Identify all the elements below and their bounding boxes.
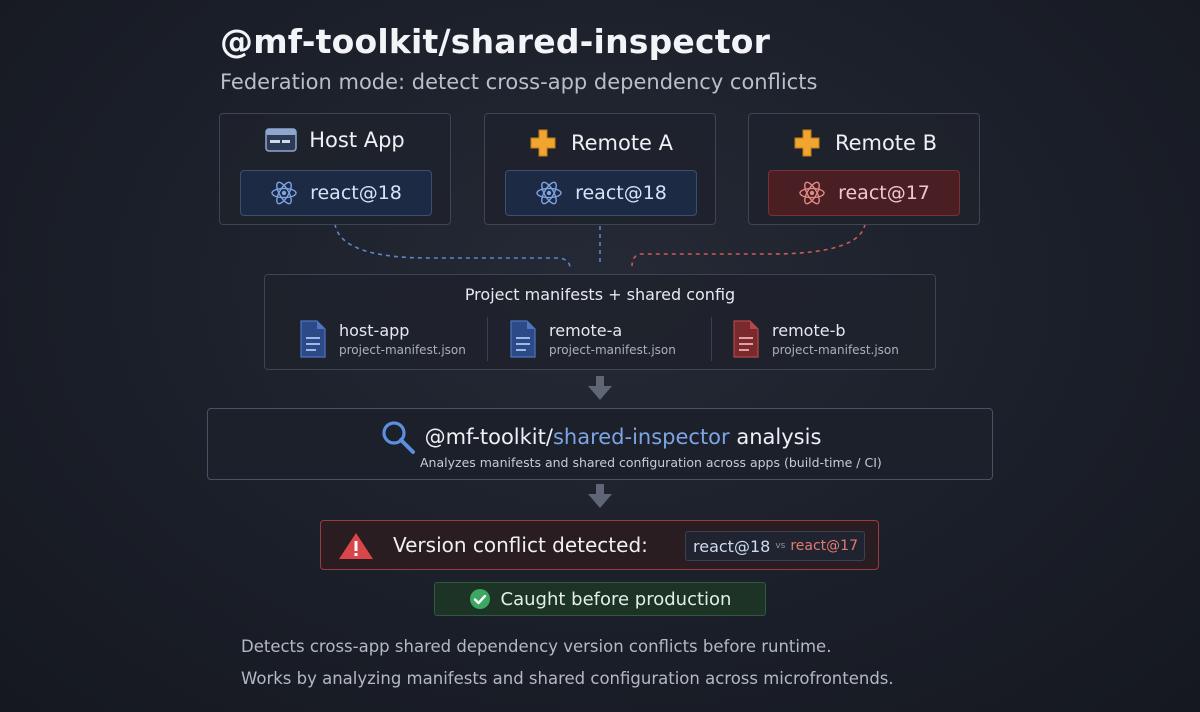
manifests-title: Project manifests + shared config	[464, 285, 736, 304]
app-card-remote-a: Remote A react@18	[484, 113, 716, 225]
app-card-host: Host App react@18	[219, 113, 451, 225]
dependency-badge: react@18	[240, 170, 432, 216]
app-name: Host App	[309, 128, 405, 152]
divider	[711, 317, 712, 361]
app-name: Remote A	[570, 131, 674, 155]
analysis-title: @mf-toolkit/shared-inspector analysis	[208, 419, 992, 455]
page-subtitle: Federation mode: detect cross-app depend…	[220, 70, 818, 94]
remote-b-connector-line	[631, 223, 866, 267]
version-left: react@18	[693, 536, 771, 556]
analysis-title-suffix: analysis	[736, 425, 822, 449]
manifest-name: remote-a	[549, 321, 623, 340]
warning-icon	[339, 533, 373, 559]
manifest-file: project-manifest.json	[772, 343, 899, 357]
magnifier-icon	[381, 421, 415, 454]
down-arrow-icon	[588, 376, 612, 400]
manifest-file: project-manifest.json	[339, 343, 466, 357]
down-arrow-icon	[588, 484, 612, 508]
manifest-name: host-app	[339, 321, 410, 340]
analysis-title-accent: shared-inspector	[552, 425, 730, 449]
document-icon	[733, 320, 759, 358]
check-circle-icon	[469, 589, 490, 609]
react-atom-icon	[271, 181, 297, 205]
manifest-file: project-manifest.json	[549, 343, 676, 357]
footer-line: Works by analyzing manifests and shared …	[241, 669, 894, 688]
footer-line: Detects cross-app shared dependency vers…	[241, 637, 832, 656]
manifest-item-remote-a: remote-a project-manifest.json	[509, 319, 676, 359]
manifest-name: remote-b	[772, 321, 846, 340]
react-atom-icon	[536, 181, 562, 205]
version-comparison-badge: react@18 vs react@17	[685, 531, 865, 561]
success-badge: Caught before production	[434, 582, 766, 616]
dependency-badge-conflict: react@17	[768, 170, 960, 216]
version-right: react@17	[790, 538, 858, 554]
page-title: @mf-toolkit/shared-inspector	[220, 22, 771, 61]
success-label: Caught before production	[500, 588, 732, 610]
conflict-alert: Version conflict detected: react@18 vs r…	[320, 520, 879, 570]
manifests-panel: Project manifests + shared config host-a…	[264, 274, 936, 370]
document-icon	[300, 320, 326, 358]
browser-window-icon	[265, 128, 297, 152]
vs-label: vs	[775, 541, 786, 551]
analysis-title-prefix: @mf-toolkit/	[424, 425, 553, 449]
puzzle-piece-icon	[530, 129, 556, 157]
dependency-version: react@17	[838, 182, 930, 204]
divider	[487, 317, 488, 361]
analysis-description: Analyzes manifests and shared configurat…	[420, 455, 882, 470]
conflict-label: Version conflict detected:	[393, 533, 648, 557]
analysis-panel: @mf-toolkit/shared-inspector analysis An…	[207, 408, 993, 480]
host-connector-line	[334, 223, 571, 269]
manifest-item-host-app: host-app project-manifest.json	[299, 319, 466, 359]
puzzle-piece-icon	[794, 129, 820, 157]
document-icon	[510, 320, 536, 358]
dependency-badge: react@18	[505, 170, 697, 216]
app-name: Remote B	[834, 131, 938, 155]
react-atom-icon	[799, 181, 825, 205]
dependency-version: react@18	[575, 182, 667, 204]
dependency-version: react@18	[310, 182, 402, 204]
app-card-remote-b: Remote B react@17	[748, 113, 980, 225]
manifest-item-remote-b: remote-b project-manifest.json	[732, 319, 899, 359]
